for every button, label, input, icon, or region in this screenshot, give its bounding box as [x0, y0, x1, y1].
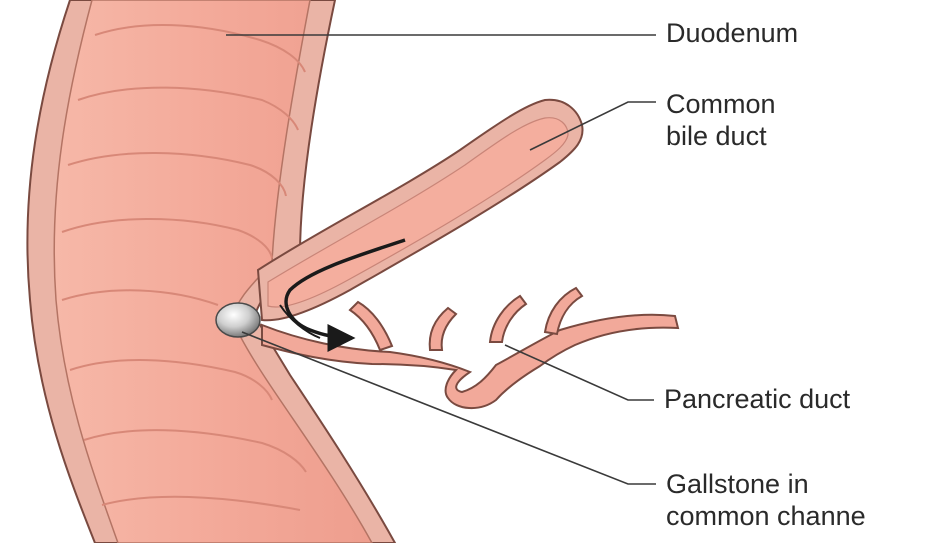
label-pancreatic-duct: Pancreatic duct [664, 383, 850, 415]
label-gallstone: Gallstone in common channe [666, 468, 866, 532]
label-common-bile-duct: Common bile duct [666, 88, 776, 152]
label-common-bile-duct-line1: Common [666, 88, 776, 120]
gallstone [216, 303, 260, 337]
label-duodenum: Duodenum [666, 17, 798, 49]
label-gallstone-line1: Gallstone in [666, 468, 866, 500]
label-gallstone-line2: common channe [666, 500, 866, 532]
label-common-bile-duct-line2: bile duct [666, 120, 776, 152]
common-bile-duct-lumen [268, 118, 568, 307]
